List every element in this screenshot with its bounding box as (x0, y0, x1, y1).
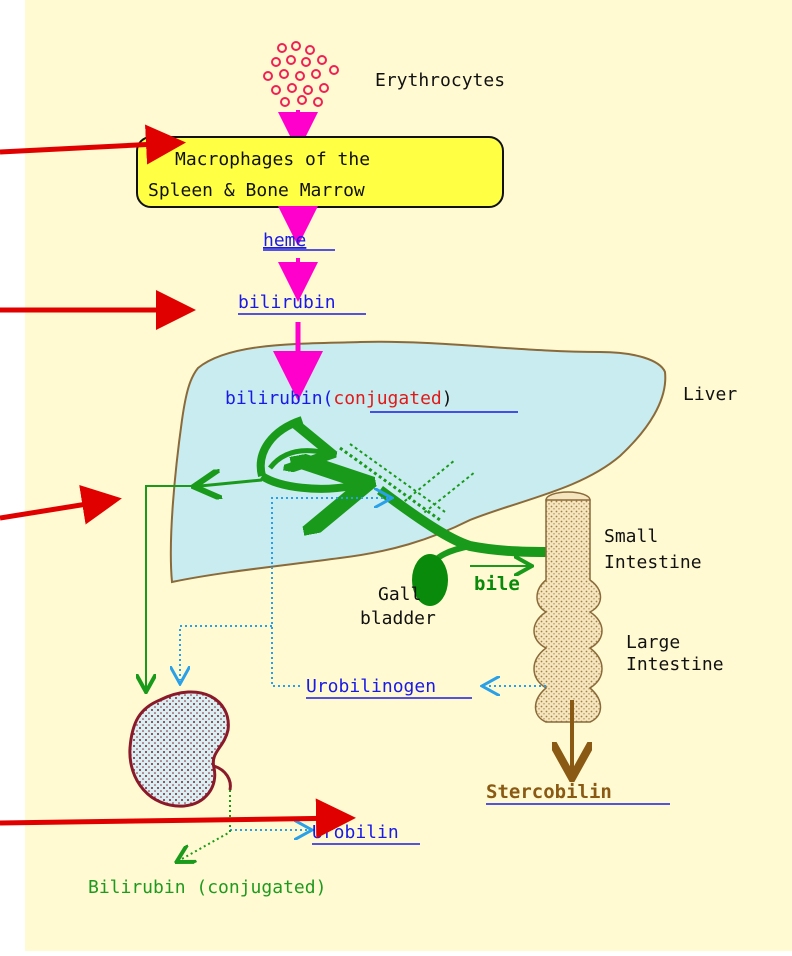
large-intestine-label-2: Intestine (626, 654, 724, 675)
urobilinogen-link[interactable]: Urobilinogen (306, 676, 436, 697)
conjugated-link[interactable]: conjugated (333, 388, 441, 409)
bilirubin-liver-text: bilirubin( (225, 388, 333, 409)
liver-label: Liver (683, 384, 737, 405)
large-intestine-label-1: Large (626, 632, 680, 653)
bile-label: bile (474, 573, 520, 595)
bilirubin-conjugated-kidney-label: Bilirubin (conjugated) (88, 877, 326, 898)
gall-bladder-label-2: bladder (360, 608, 436, 629)
bilirubin-conjugated-label: bilirubin(conjugated) (225, 388, 453, 409)
small-intestine-label-1: Small (604, 526, 658, 547)
urobilin-link[interactable]: Urobilin (312, 822, 399, 843)
erythrocytes-label: Erythrocytes (375, 70, 505, 91)
macrophages-label-line2: Spleen & Bone Marrow (148, 180, 365, 201)
stercobilin-link[interactable]: Stercobilin (486, 781, 612, 803)
small-intestine-label-2: Intestine (604, 552, 702, 573)
gall-bladder-label-1: Gall (378, 584, 421, 605)
bilirubin-link[interactable]: bilirubin (238, 292, 336, 313)
macrophages-label-line1: Macrophages of the (175, 149, 370, 170)
heme-link[interactable]: heme (263, 230, 306, 251)
close-paren-text: ) (442, 388, 453, 409)
